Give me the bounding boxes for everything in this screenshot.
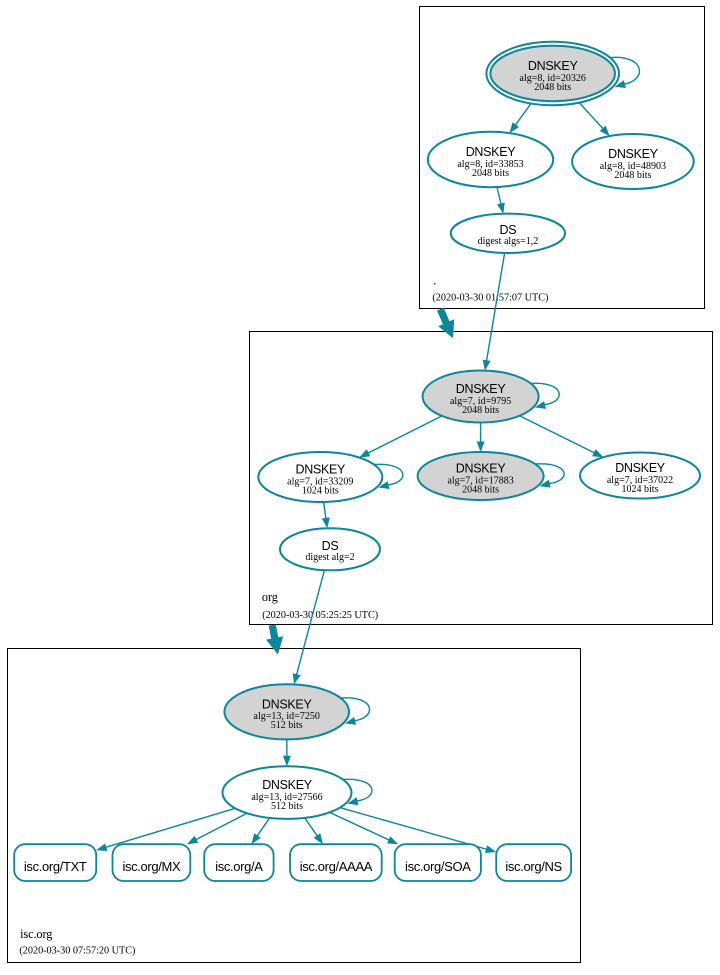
svg-text:2048 bits: 2048 bits bbox=[614, 170, 651, 181]
svg-text:alg=8, id=48903: alg=8, id=48903 bbox=[600, 161, 666, 172]
svg-text:DNSKEY: DNSKEY bbox=[608, 147, 659, 161]
svg-text:DS: DS bbox=[500, 223, 517, 237]
svg-text:512 bits: 512 bits bbox=[271, 720, 303, 731]
svg-text:DNSKEY: DNSKEY bbox=[466, 145, 517, 159]
svg-text:isc.org/MX: isc.org/MX bbox=[122, 859, 181, 874]
svg-text:DNSKEY: DNSKEY bbox=[615, 461, 666, 475]
svg-text:DNSKEY: DNSKEY bbox=[262, 778, 313, 792]
svg-text:.: . bbox=[433, 273, 436, 287]
svg-text:alg=13, id=7250: alg=13, id=7250 bbox=[254, 711, 320, 722]
svg-text:digest alg=2: digest alg=2 bbox=[305, 552, 354, 563]
svg-text:alg=7, id=33209: alg=7, id=33209 bbox=[287, 476, 353, 487]
svg-text:1024 bits: 1024 bits bbox=[622, 484, 659, 495]
svg-text:(2020-03-30 07:57:20 UTC): (2020-03-30 07:57:20 UTC) bbox=[19, 946, 135, 957]
svg-text:isc.org/NS: isc.org/NS bbox=[505, 859, 562, 874]
svg-text:isc.org/TXT: isc.org/TXT bbox=[24, 859, 87, 874]
svg-text:DNSKEY: DNSKEY bbox=[262, 697, 313, 711]
svg-text:alg=7, id=17883: alg=7, id=17883 bbox=[447, 475, 513, 486]
svg-text:isc.org/A: isc.org/A bbox=[215, 859, 263, 874]
svg-text:DS: DS bbox=[322, 539, 339, 553]
svg-text:isc.org/AAAA: isc.org/AAAA bbox=[300, 859, 373, 874]
svg-text:digest algs=1,2: digest algs=1,2 bbox=[478, 236, 539, 247]
svg-text:DNSKEY: DNSKEY bbox=[295, 463, 346, 477]
svg-text:isc.org/SOA: isc.org/SOA bbox=[405, 859, 471, 874]
svg-text:(2020-03-30 05:25:25 UTC): (2020-03-30 05:25:25 UTC) bbox=[262, 610, 378, 621]
svg-text:alg=13, id=27566: alg=13, id=27566 bbox=[251, 792, 322, 803]
svg-text:2048 bits: 2048 bits bbox=[534, 82, 571, 93]
svg-text:org: org bbox=[262, 590, 278, 604]
svg-text:alg=8, id=20326: alg=8, id=20326 bbox=[520, 73, 586, 84]
svg-text:512 bits: 512 bits bbox=[271, 801, 303, 812]
svg-text:alg=7, id=37022: alg=7, id=37022 bbox=[607, 475, 673, 486]
svg-text:alg=8, id=33853: alg=8, id=33853 bbox=[457, 159, 523, 170]
svg-text:(2020-03-30 01:57:07 UTC): (2020-03-30 01:57:07 UTC) bbox=[432, 292, 548, 303]
svg-text:2048 bits: 2048 bits bbox=[462, 484, 499, 495]
svg-text:isc.org: isc.org bbox=[20, 927, 52, 941]
svg-text:1024 bits: 1024 bits bbox=[302, 485, 339, 496]
svg-text:DNSKEY: DNSKEY bbox=[456, 462, 507, 476]
svg-text:alg=7, id=9795: alg=7, id=9795 bbox=[450, 396, 511, 407]
svg-text:2048 bits: 2048 bits bbox=[472, 168, 509, 179]
svg-text:DNSKEY: DNSKEY bbox=[528, 59, 579, 73]
svg-text:DNSKEY: DNSKEY bbox=[456, 382, 507, 396]
svg-text:2048 bits: 2048 bits bbox=[462, 405, 499, 416]
